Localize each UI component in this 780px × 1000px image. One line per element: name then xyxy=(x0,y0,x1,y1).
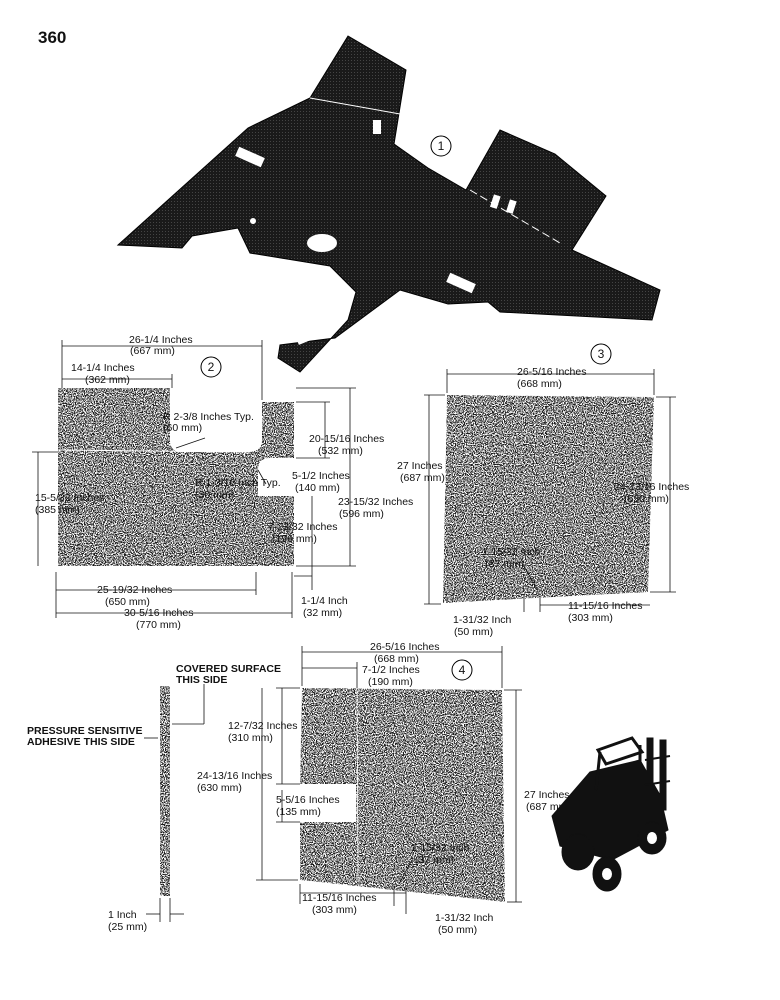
insulation-panel-part-3: 3 26-5/16 Inches (668 mm) 27 Inches (687… xyxy=(397,343,689,638)
dim-label: 11-15/16 Inches xyxy=(568,600,643,612)
edge-label: COVERED SURFACE xyxy=(176,663,281,675)
dim-label: 1-31/32 Inch xyxy=(435,912,494,924)
dim-label: 26-5/16 Inches xyxy=(517,366,586,378)
dim-label: (37 mm) xyxy=(415,854,454,866)
edge-label: ADHESIVE THIS SIDE xyxy=(27,736,135,748)
mat-cutout xyxy=(295,325,325,345)
dim-label: (60 mm) xyxy=(163,422,202,434)
dim-label: 30-5/16 Inches xyxy=(124,607,193,619)
dim-label: 24-13/16 Inches xyxy=(197,770,272,782)
callout-1: 1 xyxy=(438,139,445,153)
dim-label: 11-15/16 Inches xyxy=(302,892,377,904)
edge-label: PRESSURE SENSITIVE xyxy=(27,725,143,737)
forklift-cab-roof xyxy=(595,736,645,766)
insulation-panel-part-4: 4 26-5/16 Inches (668 mm) 7-1/2 Inches (… xyxy=(197,641,571,936)
panel-2-seam xyxy=(57,449,251,453)
panel-2-shape xyxy=(58,388,294,566)
mat-cutout xyxy=(505,199,517,214)
edge-label: THIS SIDE xyxy=(176,674,227,686)
dim-label: 27 Inches xyxy=(524,789,570,801)
mat-cutout xyxy=(446,272,476,294)
mat-cutout xyxy=(235,146,265,168)
dim-label: (196 mm) xyxy=(272,533,317,545)
dim-label: 26-1/4 Inches xyxy=(129,334,193,346)
insulation-panel-part-2: 2 26-1/4 Inches (667 mm) 14-1/4 Inches (… xyxy=(32,334,413,631)
edge-strip xyxy=(160,686,170,896)
forklift-mast xyxy=(646,737,654,809)
dim-label: (32 mm) xyxy=(303,607,342,619)
callout-3: 3 xyxy=(598,347,605,361)
dim-label: 1-1/4 Inch xyxy=(301,595,348,607)
dim-label: 12-7/32 Inches xyxy=(228,720,297,732)
dim-label: 20-15/16 Inches xyxy=(309,433,384,445)
mat-fold-line xyxy=(309,97,401,115)
mat-fold-line xyxy=(469,189,561,244)
dim-label: 14-1/4 Inches xyxy=(71,362,135,374)
dim-label: 25-19/32 Inches xyxy=(97,584,172,596)
floor-mat-part-1: 1 xyxy=(116,35,661,373)
dim-label: 27 Inches xyxy=(397,460,443,472)
forklift-wheel xyxy=(561,833,595,871)
dim-label: (668 mm) xyxy=(374,653,419,665)
dim-label: 7-23/32 Inches xyxy=(268,521,337,533)
callout-circle xyxy=(200,356,222,378)
dim-label: (532 mm) xyxy=(318,445,363,457)
dim-label: 24-13/16 Inches xyxy=(614,481,689,493)
dim-label: (668 mm) xyxy=(517,378,562,390)
dim-label: (25 mm) xyxy=(108,921,147,933)
dim-label: (135 mm) xyxy=(276,806,321,818)
dim-label: 1-31/32 Inch xyxy=(453,614,512,626)
dim-label: (667 mm) xyxy=(130,345,175,357)
callout-2: 2 xyxy=(208,360,215,374)
dim-label: 26-5/16 Inches xyxy=(370,641,439,653)
dim-label: (596 mm) xyxy=(339,508,384,520)
forklift-icon xyxy=(551,736,671,892)
callout-circle xyxy=(590,343,612,365)
mat-cutout xyxy=(489,194,501,209)
dim-label: (630 mm) xyxy=(197,782,242,794)
dim-label: (770 mm) xyxy=(136,619,181,631)
dim-label: 5-1/2 Inches xyxy=(292,470,350,482)
dim-label: (140 mm) xyxy=(295,482,340,494)
callout-circle xyxy=(451,659,473,681)
callout-circle xyxy=(430,135,452,157)
dim-label: (362 mm) xyxy=(85,374,130,386)
callout-4: 4 xyxy=(459,663,466,677)
panel-4-shape xyxy=(300,688,505,902)
edge-view: COVERED SURFACE THIS SIDE PRESSURE SENSI… xyxy=(27,663,281,933)
dim-label: (650 mm) xyxy=(105,596,150,608)
dim-label: (37 mm) xyxy=(485,558,524,570)
mat-cutout xyxy=(373,120,381,134)
dim-label: (50 mm) xyxy=(438,924,477,936)
dim-label: 5-5/16 Inches xyxy=(276,794,340,806)
floor-mat-shape xyxy=(116,35,661,373)
dim-label: (30 mm) xyxy=(195,489,234,501)
dim-label: R 2-3/8 Inches Typ. xyxy=(163,411,254,423)
mat-hole xyxy=(307,234,337,252)
panel-3-shape xyxy=(443,395,654,603)
dim-label: 7-1/2 Inches xyxy=(362,664,420,676)
dim-label: R 1-3/16 Inch Typ. xyxy=(195,477,281,489)
dim-label: (630 mm) xyxy=(624,493,669,505)
page-number: 360 xyxy=(38,28,67,47)
dim-label: (385 mm) xyxy=(35,504,80,516)
dim-label: (50 mm) xyxy=(454,626,493,638)
dim-label: (303 mm) xyxy=(312,904,357,916)
dim-label: 1-15/32 Inch xyxy=(411,842,470,854)
dim-label: (303 mm) xyxy=(568,612,613,624)
dim-label: 15-5/32 Inches xyxy=(35,492,104,504)
dim-label: 1 Inch xyxy=(108,909,137,921)
forklift-mast xyxy=(659,739,667,811)
dim-label: (190 mm) xyxy=(368,676,413,688)
dim-label: 1-15/32 Inch xyxy=(482,546,541,558)
mat-hole xyxy=(250,218,256,224)
dim-label: 23-15/32 Inches xyxy=(338,496,413,508)
dim-label: (310 mm) xyxy=(228,732,273,744)
dim-label: (687 mm) xyxy=(400,472,445,484)
panel-4-seam xyxy=(356,689,359,881)
